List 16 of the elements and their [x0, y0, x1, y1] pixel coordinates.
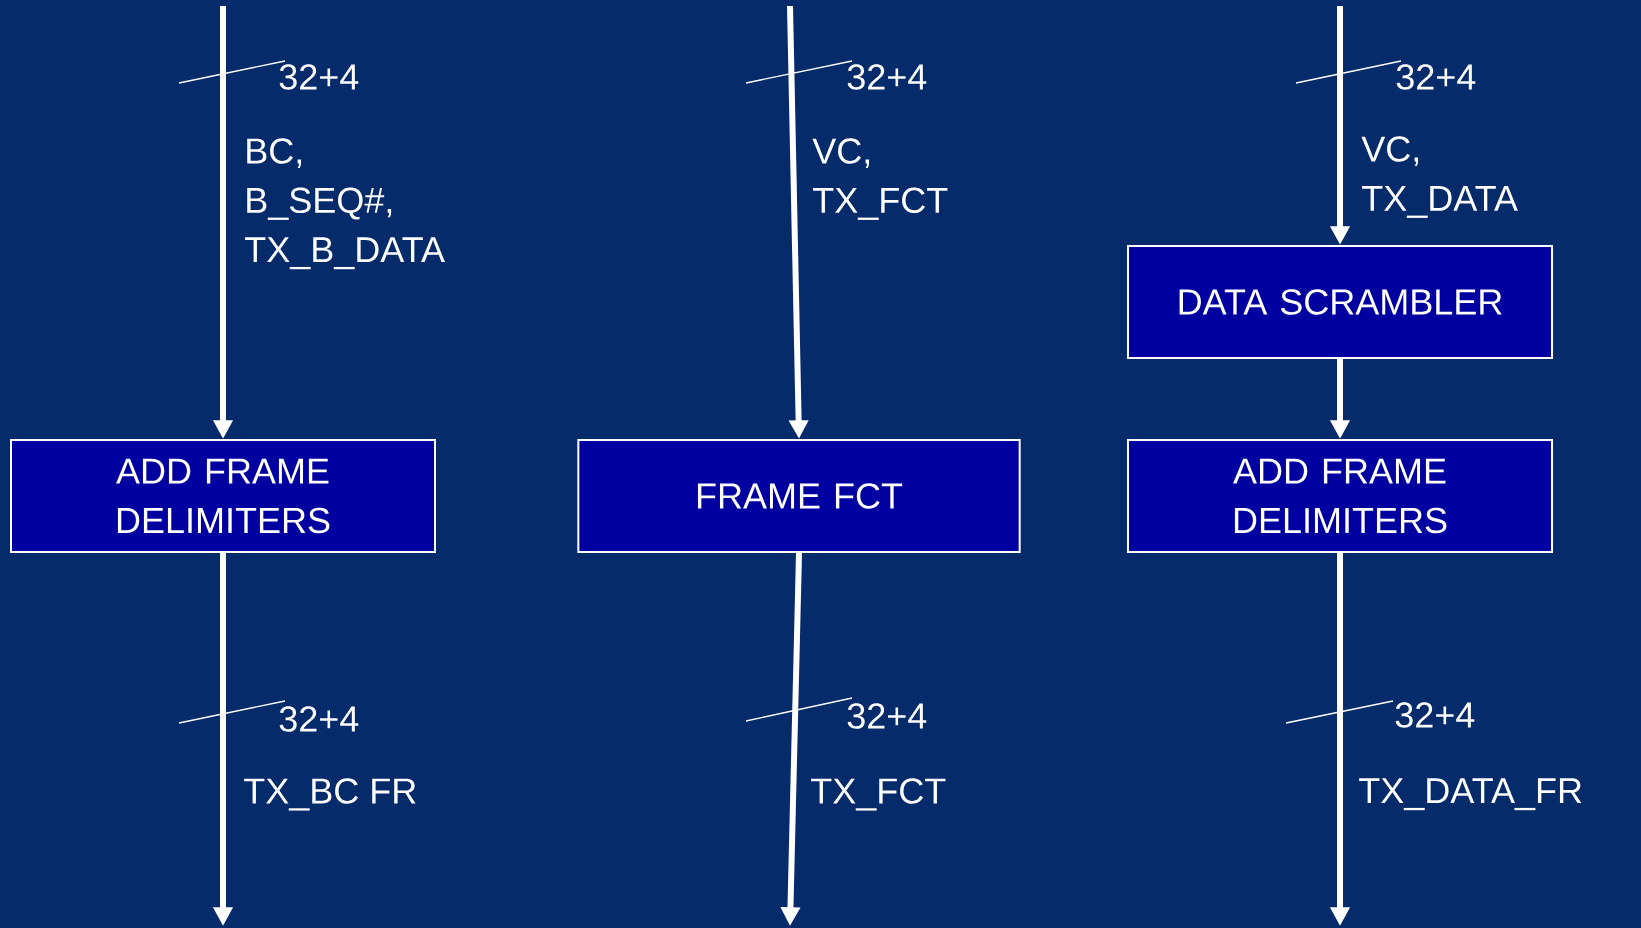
process-box: FRAME FCT — [577, 439, 1021, 553]
bus-width-label: 32+4 — [1395, 702, 1475, 728]
bus-width-label: 32+4 — [1396, 64, 1476, 90]
process-box: ADD FRAME DELIMITERS — [10, 439, 436, 553]
signal-label: VC, TX_FCT — [812, 138, 948, 220]
process-box: ADD FRAME DELIMITERS — [1127, 439, 1553, 553]
signal-label: TX_DATA_FR — [1359, 778, 1582, 811]
bus-width-label: 32+4 — [279, 706, 359, 732]
signal-label: BC, B_SEQ#, TX_B_DATA — [245, 138, 445, 270]
signal-label: VC, TX_DATA — [1361, 136, 1518, 218]
signal-label: TX_FCT — [811, 778, 946, 811]
process-box: DATA SCRAMBLER — [1127, 245, 1553, 359]
signal-label: TX_BC FR — [244, 778, 416, 811]
bus-width-label: 32+4 — [279, 64, 359, 90]
bus-width-label: 32+4 — [847, 64, 927, 90]
bus-width-label: 32+4 — [847, 703, 927, 729]
